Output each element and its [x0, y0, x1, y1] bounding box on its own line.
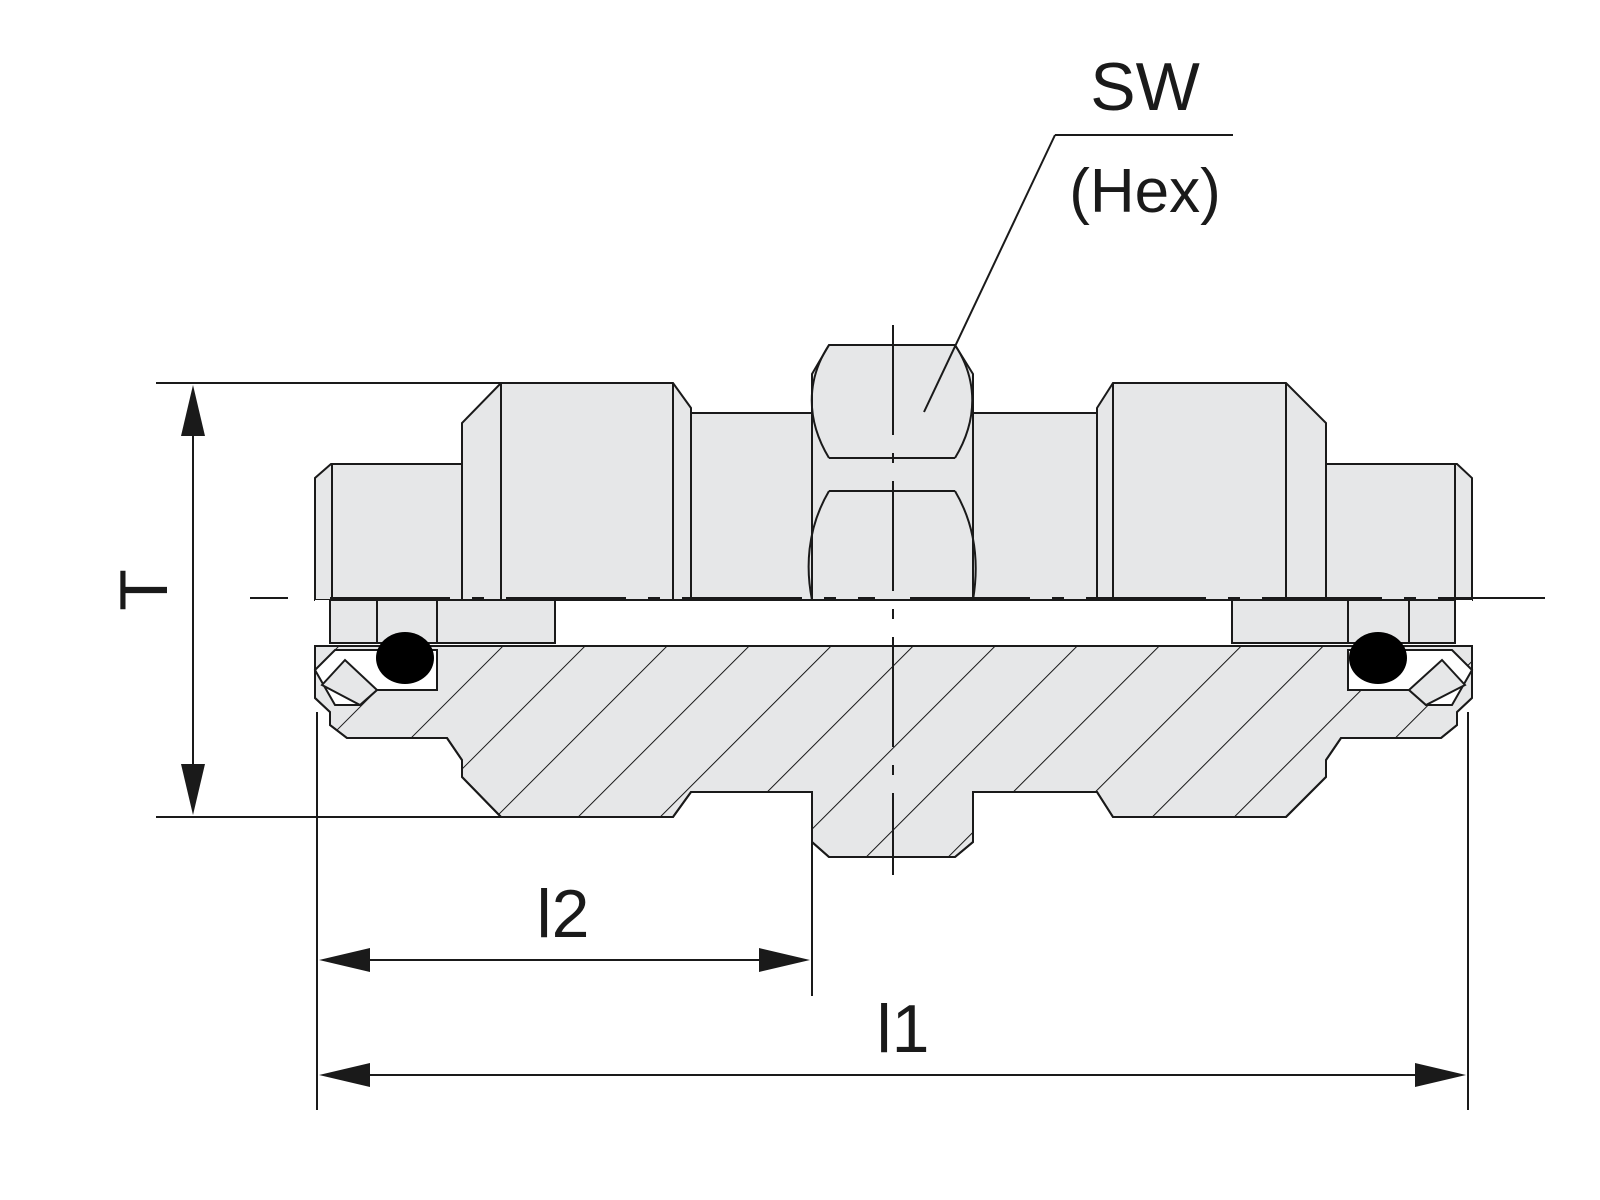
right-tube-end: [1325, 463, 1473, 601]
dimension-l2: [316, 712, 813, 1110]
left-tube-end: [314, 463, 463, 601]
left-neck: [690, 412, 813, 601]
fitting-body: [314, 344, 1473, 601]
l1-label: l1: [877, 991, 930, 1067]
center-lines: [250, 325, 1545, 875]
sw-leader: [923, 134, 1233, 413]
section-view: [313, 645, 1474, 858]
left-o-ring: [376, 632, 434, 684]
t-label: T: [106, 569, 182, 611]
right-o-ring: [1349, 632, 1407, 684]
right-nut: [1096, 382, 1327, 601]
body-detail-lines: [331, 344, 1456, 601]
hex-label: (Hex): [1069, 157, 1221, 226]
dimension-l1: [319, 712, 1469, 1110]
left-nut: [461, 382, 692, 601]
sw-label: SW: [1090, 49, 1200, 125]
dimension-t: [156, 382, 501, 818]
right-neck: [972, 412, 1098, 601]
l2-label: l2: [537, 876, 590, 952]
